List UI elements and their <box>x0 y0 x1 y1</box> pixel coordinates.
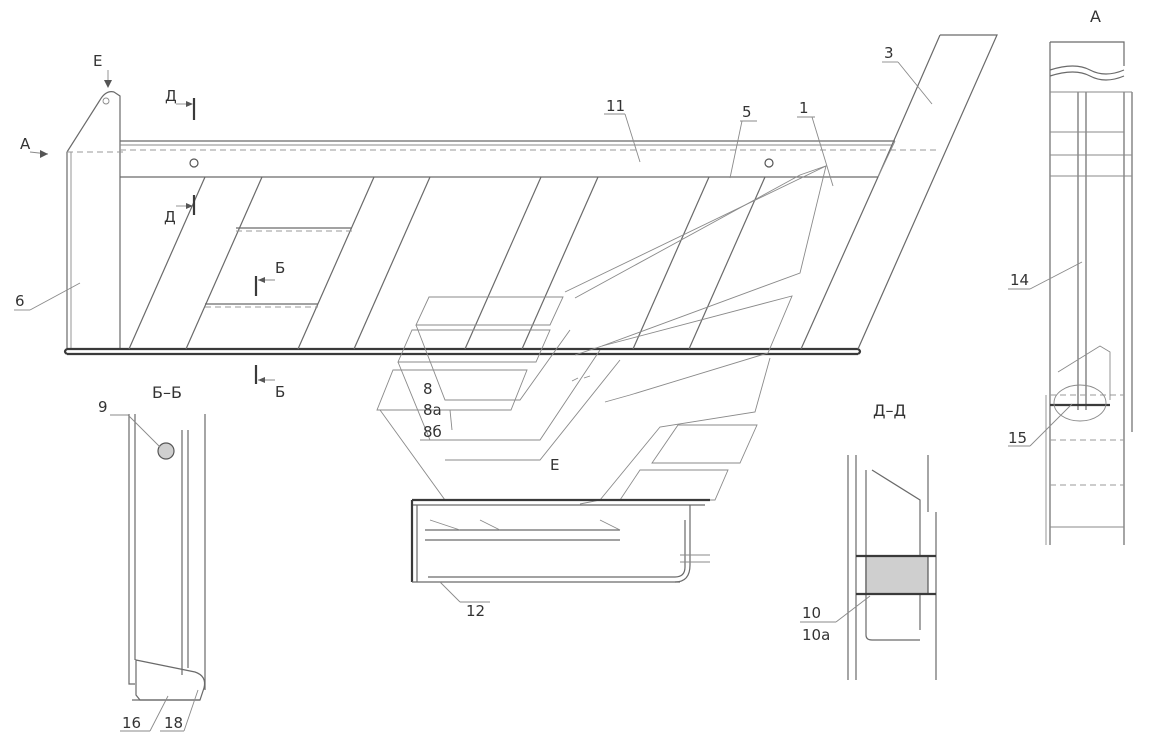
rod-9 <box>157 442 175 460</box>
callout-11: 11 <box>606 97 625 115</box>
detail-12-channel <box>410 498 710 603</box>
callout-15: 15 <box>1008 429 1027 447</box>
detail-e-exploded <box>376 165 827 505</box>
view-a <box>1008 41 1133 545</box>
mark-a: А <box>20 135 31 153</box>
section-d-d-title: Д–Д <box>873 401 906 420</box>
callout-9: 9 <box>98 398 108 416</box>
mark-b-top: Б <box>275 259 285 277</box>
callout-12: 12 <box>466 602 485 620</box>
callout-10: 10 <box>802 604 821 622</box>
leaders <box>14 61 933 441</box>
mark-d-bottom: Д <box>164 208 176 226</box>
callout-8b: 8б <box>423 423 442 441</box>
section-d-d <box>800 455 937 680</box>
mark-e: Е <box>93 52 102 70</box>
mark-b-bottom: Б <box>275 383 285 401</box>
section-b-b <box>110 414 206 732</box>
callout-14: 14 <box>1010 271 1029 289</box>
callout-3: 3 <box>884 44 894 62</box>
callout-6: 6 <box>15 292 25 310</box>
callout-8a: 8а <box>423 401 442 419</box>
callout-detail-e: Е <box>550 456 559 474</box>
callout-10a: 10а <box>802 626 830 644</box>
mark-d-top: Д <box>165 87 177 105</box>
callout-18: 18 <box>164 714 183 732</box>
callout-8: 8 <box>423 380 433 398</box>
callout-16: 16 <box>122 714 141 732</box>
spacer-10 <box>865 555 929 595</box>
view-a-title: А <box>1090 7 1101 26</box>
section-b-b-title: Б–Б <box>152 383 182 402</box>
labels: А Б–Б Д–Д А Е Д Д Б Б 3 11 5 1 6 8 8а 8б… <box>15 7 1101 732</box>
callout-1: 1 <box>799 99 809 117</box>
main-side-view <box>63 34 998 356</box>
callout-5: 5 <box>742 103 752 121</box>
